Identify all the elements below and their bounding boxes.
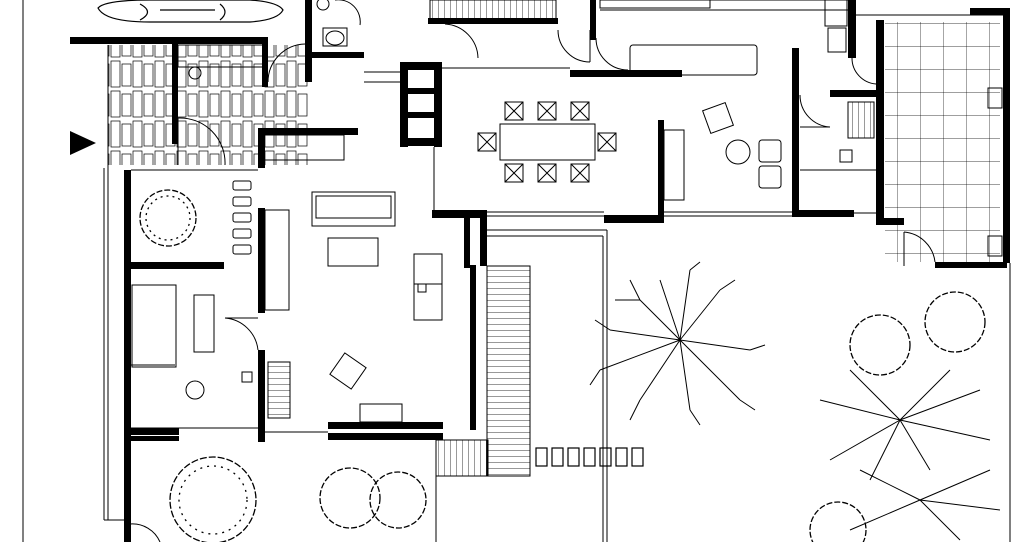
walls bbox=[70, 0, 1010, 542]
entry-stone-paving bbox=[108, 45, 308, 165]
branch-tree-icon bbox=[589, 261, 766, 426]
thin-lines bbox=[103, 0, 1011, 542]
trees bbox=[139, 189, 1001, 542]
car-icon bbox=[97, 0, 284, 23]
shelf-boxes bbox=[232, 180, 252, 255]
small-stair bbox=[267, 361, 291, 419]
tree-icon bbox=[139, 189, 197, 247]
entrance-arrow-icon bbox=[70, 131, 96, 155]
terrace-stools bbox=[535, 447, 644, 467]
terrace-steps-upper bbox=[486, 265, 531, 477]
furniture bbox=[131, 0, 1003, 423]
utility-stair bbox=[847, 101, 875, 139]
dining-chairs bbox=[477, 101, 617, 183]
door-swings bbox=[129, 0, 936, 542]
tree-icon bbox=[319, 467, 427, 529]
dining-table bbox=[499, 123, 596, 161]
tree-icon bbox=[809, 291, 986, 542]
tree-icon bbox=[169, 456, 257, 542]
branch-tree-icon bbox=[819, 369, 1001, 541]
interior-stair bbox=[429, 0, 557, 21]
bathroom-tile-floor bbox=[885, 22, 1000, 262]
terrace-steps-lower bbox=[435, 439, 489, 477]
